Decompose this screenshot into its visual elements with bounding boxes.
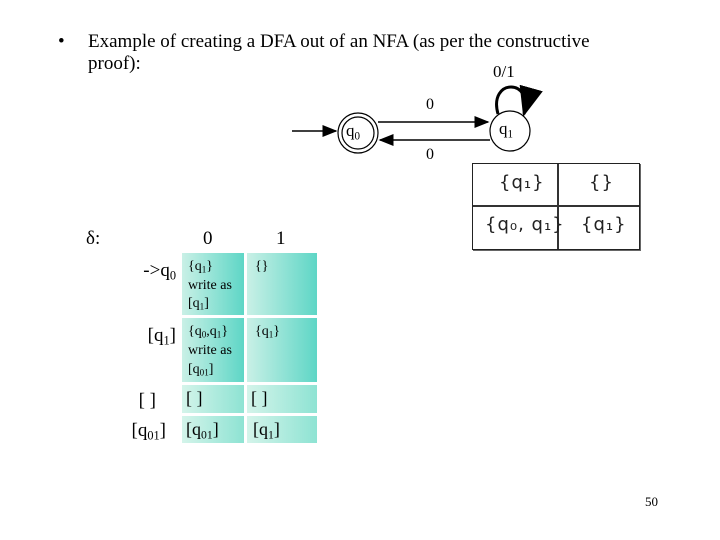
slide-title: Example of creating a DFA out of an NFA …	[88, 31, 648, 75]
top-arrow-label: 0	[426, 96, 434, 113]
loop-label: 0/1	[493, 62, 515, 81]
cell-q01-1: [q1]	[247, 416, 317, 443]
table-divider-horizontal	[473, 205, 639, 207]
cell-empty-0: [ ]	[182, 385, 244, 413]
cell-q1-1: {q1}	[247, 318, 317, 382]
delta-label: δ:	[86, 228, 101, 249]
state-q0-label: q0	[346, 121, 361, 143]
cell-q0-1: {}	[247, 253, 317, 315]
title-line-1: Example of creating a DFA out of an NFA …	[88, 31, 590, 52]
state-q1-label: q1	[499, 119, 514, 141]
row-header-q01: [q01]	[131, 420, 167, 443]
page-number: 50	[645, 494, 658, 509]
nfa-cell-r1c2: {}	[589, 172, 614, 193]
cell-empty-1: [ ]	[247, 385, 317, 413]
bottom-arrow-label: 0	[426, 146, 434, 163]
nfa-cell-r2c2: {q₁}	[581, 214, 627, 235]
q0-outer-circle	[337, 112, 379, 154]
column-header-1: 1	[276, 228, 286, 249]
q1-self-loop	[495, 84, 543, 117]
q1-circle	[489, 110, 531, 152]
table-divider-vertical	[557, 164, 559, 249]
cell-q1-0: {q0,q1} write as [q01]	[182, 318, 244, 382]
nfa-cell-r2c1: {q₀, q₁}	[485, 214, 565, 235]
nfa-cell-r1c1: {q₁}	[499, 172, 545, 193]
column-header-0: 0	[203, 228, 213, 249]
cell-q0-0: {q1} write as [q1]	[182, 253, 244, 315]
bullet-marker: •	[58, 31, 65, 52]
row-header-q1: [q1]	[147, 325, 176, 348]
title-line-2: proof):	[88, 53, 141, 74]
nfa-transition-table-image: {q₁} {} {q₀, q₁} {q₁}	[472, 163, 640, 250]
row-header-q0: ->q0	[143, 260, 176, 283]
row-header-empty: [ ]	[138, 390, 156, 411]
cell-q01-0: [q01]	[182, 416, 244, 443]
q0-inner-circle	[341, 116, 375, 150]
